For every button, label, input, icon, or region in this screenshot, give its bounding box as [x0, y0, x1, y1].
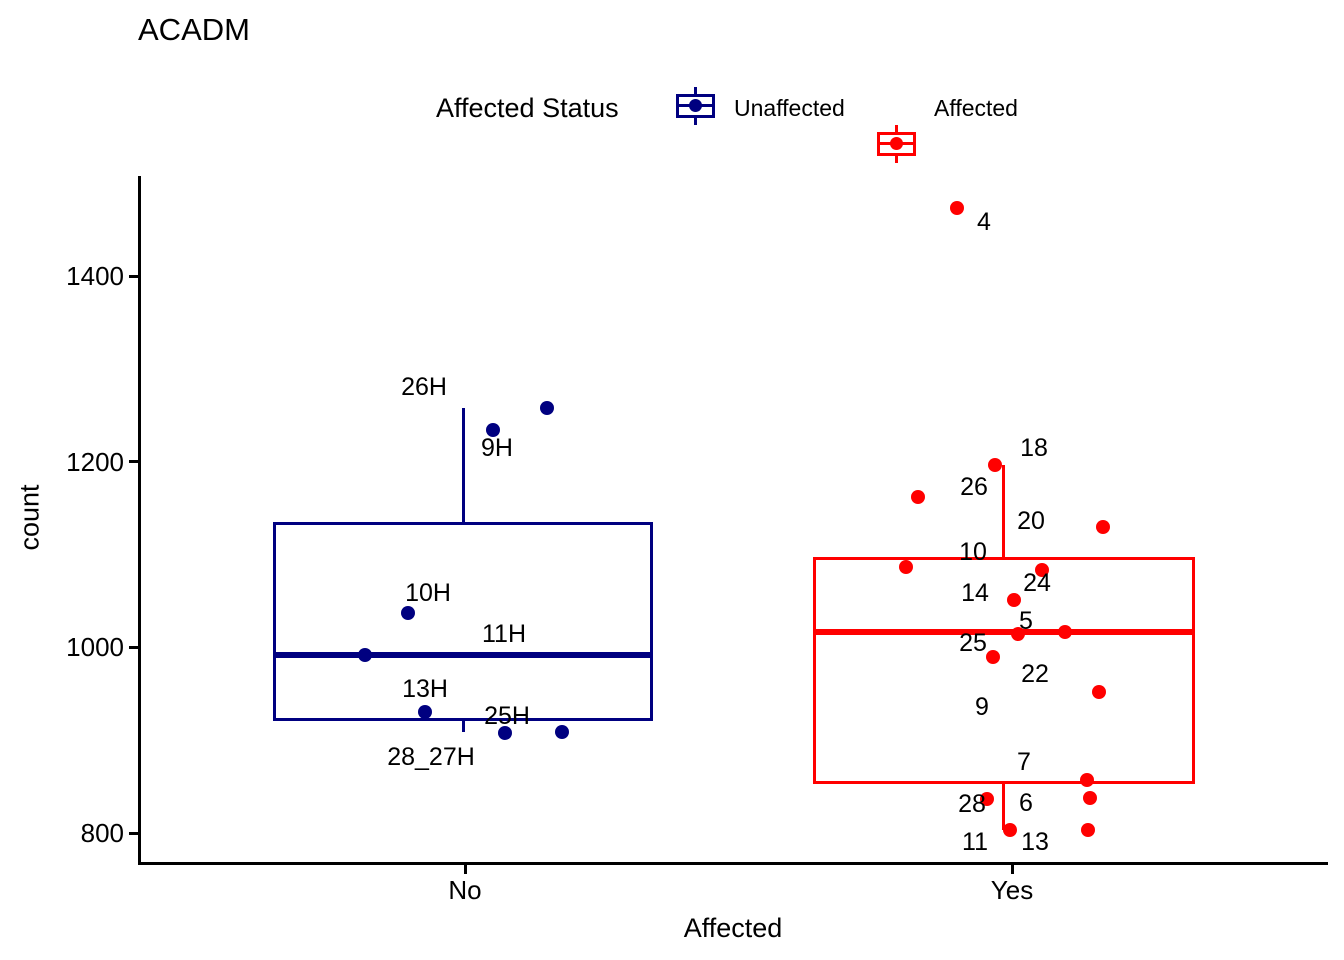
point-label-9H: 9H: [481, 434, 513, 462]
point-18: [988, 458, 1002, 473]
y-tick-label: 1400: [66, 261, 124, 291]
boxplot-whisker-upper-Yes: [1001, 465, 1005, 558]
point-25: [986, 649, 1000, 664]
boxplot-key-dot: [689, 99, 702, 112]
point-25H: [498, 725, 512, 740]
point-5: [1011, 627, 1025, 642]
point-7: [1080, 773, 1094, 788]
point-10: [899, 560, 913, 575]
legend-label-affected: Affected: [934, 95, 1018, 121]
y-tick-mark: [129, 460, 138, 464]
point-label-9: 9: [975, 693, 989, 721]
point-label-6: 6: [1019, 789, 1033, 817]
point-9H: [486, 423, 500, 438]
point-26: [911, 489, 925, 504]
point-label-26H: 26H: [401, 373, 447, 401]
point-11: [1081, 823, 1095, 838]
legend-title: Affected Status: [436, 93, 619, 123]
point-14: [1007, 592, 1021, 607]
y-tick-label: 1200: [66, 446, 124, 477]
point-6: [1083, 790, 1097, 805]
point-label-11: 11: [962, 828, 988, 856]
x-tick-label: No: [448, 875, 482, 905]
y-axis-line: [138, 176, 141, 865]
point-label-24: 24: [1023, 569, 1051, 597]
point-24: [1035, 563, 1049, 578]
legend-key-affected: [877, 125, 916, 163]
point-22: [1058, 624, 1072, 639]
point-label-22: 22: [1021, 660, 1049, 688]
point-9: [1092, 684, 1106, 699]
point-label-26: 26: [960, 473, 988, 501]
x-tick-mark: [1010, 865, 1014, 874]
plot-title: ACADM: [138, 12, 250, 47]
point-label-4: 4: [977, 208, 991, 236]
point-28: [980, 791, 994, 806]
point-11H: [358, 647, 372, 662]
x-tick-mark: [463, 865, 467, 874]
point-label-11H: 11H: [481, 620, 527, 648]
boxplot-box-Yes: [813, 557, 1195, 784]
point-label-13H: 13H: [402, 675, 448, 703]
point-26H: [540, 400, 554, 415]
x-axis-title: Affected: [683, 913, 783, 943]
point-label-10: 10: [959, 538, 987, 566]
y-tick-label: 800: [80, 818, 124, 848]
point-28_27H: [555, 724, 569, 739]
point-label-18: 18: [1020, 434, 1048, 462]
point-label-25H: 25H: [484, 702, 530, 730]
boxplot-median-No: [273, 651, 653, 658]
boxplot-whisker-lower-Yes: [1001, 783, 1005, 831]
point-label-25: 25: [959, 629, 987, 657]
point-20: [1096, 519, 1110, 534]
legend-label-unaffected: Unaffected: [734, 95, 845, 121]
boxplot-median-Yes: [813, 629, 1195, 636]
y-tick-mark: [129, 831, 138, 835]
point-4: [950, 201, 964, 216]
point-10H: [401, 605, 415, 620]
point-label-10H: 10H: [405, 579, 451, 607]
point-label-5: 5: [1019, 607, 1033, 635]
point-label-7: 7: [1017, 748, 1031, 776]
boxplot-whisker-upper-No: [461, 407, 465, 522]
point-label-13: 13: [1021, 828, 1049, 856]
y-tick-mark: [129, 645, 138, 649]
x-axis-line: [138, 862, 1328, 865]
point-label-28_27H: 28_27H: [387, 743, 475, 771]
y-tick-label: 1000: [66, 632, 124, 663]
point-13: [1003, 823, 1017, 838]
y-tick-mark: [129, 274, 138, 278]
point-13H: [418, 705, 432, 720]
point-label-14: 14: [961, 579, 989, 607]
legend-key-unaffected: [676, 87, 715, 125]
boxplot-box-No: [273, 522, 653, 721]
point-label-20: 20: [1017, 507, 1045, 535]
boxplot-key-dot: [890, 137, 903, 150]
x-tick-label: Yes: [990, 875, 1034, 905]
boxplot-whisker-lower-No: [461, 720, 465, 732]
point-label-28: 28: [958, 790, 986, 818]
